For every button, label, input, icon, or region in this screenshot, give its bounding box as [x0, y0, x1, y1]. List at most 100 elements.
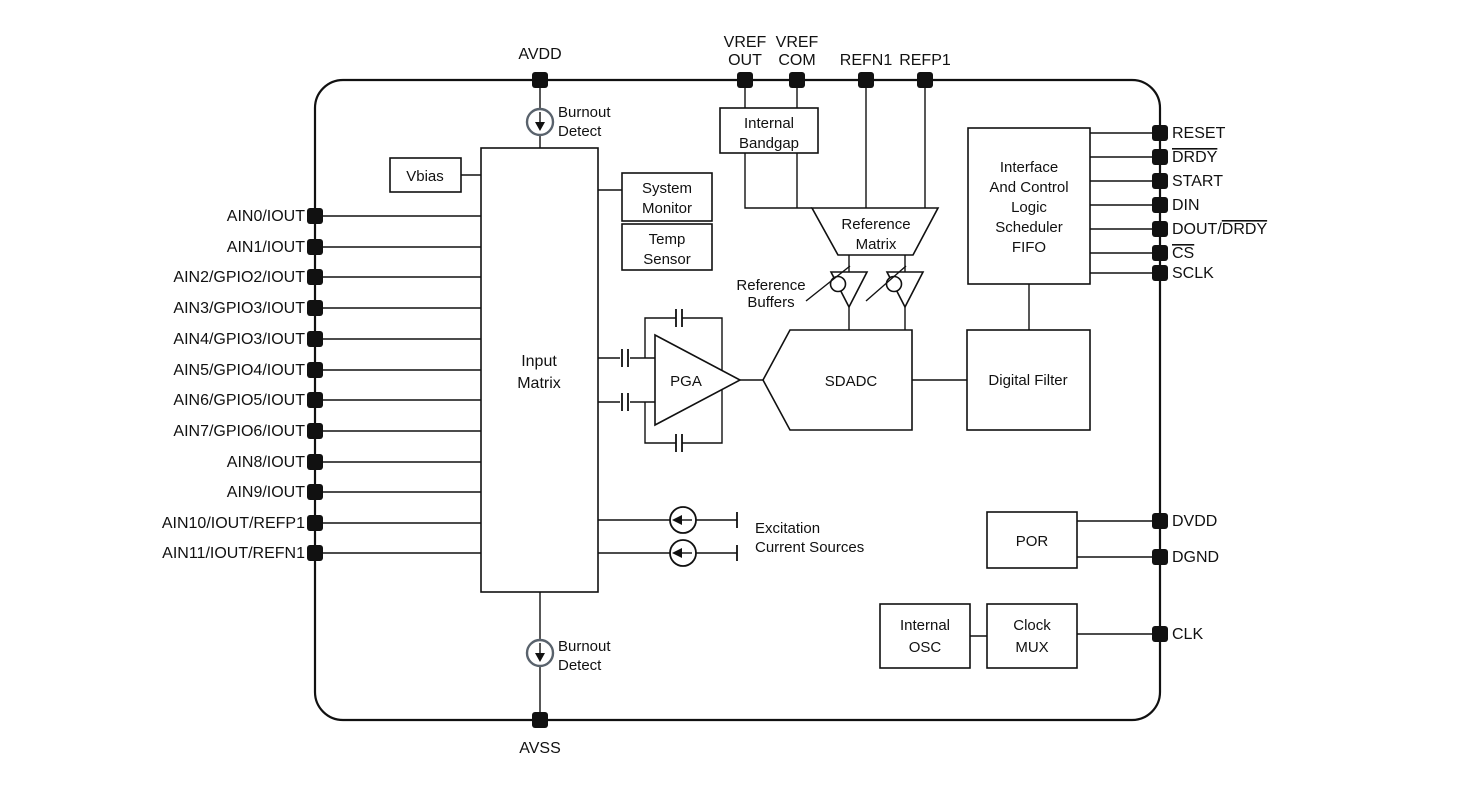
input-matrix-label-2: Matrix	[517, 375, 561, 392]
pin-avdd	[532, 72, 548, 88]
excitation-label-2: Current Sources	[755, 539, 864, 556]
interface-label-5: FIFO	[1012, 239, 1046, 256]
wire-por-to-pins	[1077, 520, 1152, 558]
wire-interface-to-pins	[1090, 132, 1152, 274]
wires	[323, 88, 1152, 712]
pin-clk	[1152, 626, 1168, 642]
capacitor-pga-feedback-bottom-icon	[675, 434, 683, 452]
internal-osc-label-2: OSC	[909, 639, 942, 656]
interface-label-4: Scheduler	[995, 219, 1063, 236]
burnout-circle-icon	[525, 107, 555, 137]
pin-label-ain0: AIN0/IOUT	[227, 208, 305, 225]
system-monitor-block: System Monitor	[621, 172, 713, 222]
pin-label-vref-com-2: COM	[778, 52, 815, 69]
pin-label-reset: RESET	[1172, 125, 1226, 142]
burnout-arrowhead-icon	[535, 122, 545, 131]
internal-osc-label-1: Internal	[900, 617, 950, 634]
temp-sensor-label-2: Sensor	[643, 251, 691, 268]
pin-labels-left: AIN0/IOUT AIN1/IOUT AIN2/GPIO2/IOUT AIN3…	[162, 208, 305, 562]
excitation-label-1: Excitation	[755, 520, 820, 537]
input-matrix-label-1: Input	[521, 353, 557, 370]
pin-labels-top: AVDD VREF OUT VREF COM REFN1 REFP1	[518, 34, 951, 69]
temp-sensor-label-1: Temp	[649, 231, 686, 248]
pin-label-ain10: AIN10/IOUT/REFP1	[162, 515, 305, 532]
pin-label-ain4: AIN4/GPIO3/IOUT	[173, 331, 305, 348]
pin-ain9	[307, 484, 323, 500]
reference-buffers-label-1: Reference	[736, 277, 805, 294]
pin-dgnd	[1152, 549, 1168, 565]
reference-buffers-label-2: Buffers	[747, 294, 794, 311]
pin-label-dout-drdy: DOUT/DRDY	[1172, 221, 1267, 238]
system-monitor-label-1: System	[642, 180, 692, 197]
vbias-block: Vbias	[389, 157, 462, 193]
pin-label-ain6: AIN6/GPIO5/IOUT	[173, 392, 305, 409]
pin-label-clk: CLK	[1172, 626, 1203, 643]
pin-label-ain1: AIN1/IOUT	[227, 239, 305, 256]
burnout-top-label-1: Burnout	[558, 104, 611, 121]
pin-cs	[1152, 245, 1168, 261]
reference-matrix-label-2: Matrix	[856, 236, 897, 253]
buffer-switch-icon	[885, 275, 903, 293]
pin-ain4	[307, 331, 323, 347]
wire-left-pins	[323, 215, 481, 554]
pin-label-refp1: REFP1	[899, 52, 951, 69]
buffer-switch-lever-icon	[805, 265, 851, 302]
pin-vref-out	[737, 72, 753, 88]
pin-label-ain3: AIN3/GPIO3/IOUT	[173, 300, 305, 317]
wire-excitation-sources	[598, 519, 737, 554]
pin-ain5	[307, 362, 323, 378]
pin-sclk	[1152, 265, 1168, 281]
digital-filter-block: Digital Filter	[966, 329, 1091, 431]
pin-dout-drdy	[1152, 221, 1168, 237]
burnout-bottom-label-2: Detect	[558, 657, 602, 674]
internal-bandgap-block: Internal Bandgap	[719, 107, 819, 154]
pga-label: PGA	[670, 373, 702, 390]
wire-buffers-to-sdadc	[848, 307, 906, 330]
interface-label-2: And Control	[989, 179, 1068, 196]
pin-label-din: DIN	[1172, 197, 1200, 214]
capacitor-pga-input-bottom-icon	[621, 393, 629, 411]
interface-label-1: Interface	[1000, 159, 1058, 176]
pin-refp1	[917, 72, 933, 88]
current-source-circle-icon	[669, 506, 697, 534]
pin-label-ain7: AIN7/GPIO6/IOUT	[173, 423, 305, 440]
pin-ain8	[307, 454, 323, 470]
capacitor-pga-input-top-icon	[621, 349, 629, 367]
pin-ain3	[307, 300, 323, 316]
pin-label-ain8: AIN8/IOUT	[227, 454, 305, 471]
temp-sensor-block: Temp Sensor	[621, 223, 713, 271]
sdadc-label: SDADC	[825, 373, 878, 390]
pins-right	[1152, 125, 1168, 642]
pin-ain10	[307, 515, 323, 531]
excitation-current-source-2	[669, 539, 697, 567]
pin-label-avdd: AVDD	[518, 46, 561, 63]
capacitor-pga-feedback-top-icon	[675, 309, 683, 327]
current-source-arrowhead-icon	[672, 515, 682, 525]
reference-matrix-block: Reference Matrix	[810, 207, 940, 256]
pin-start	[1152, 173, 1168, 189]
pin-label-dvdd: DVDD	[1172, 513, 1217, 530]
wire-pga-feedback	[644, 317, 723, 444]
pin-label-ain11: AIN11/IOUT/REFN1	[162, 545, 305, 562]
internal-osc-block: Internal OSC	[879, 603, 971, 669]
por-label: POR	[1016, 533, 1049, 550]
system-monitor-label-2: Monitor	[642, 200, 692, 217]
burnout-arrowhead-icon	[535, 653, 545, 662]
pin-label-ain5: AIN5/GPIO4/IOUT	[173, 362, 305, 379]
clock-mux-label-1: Clock	[1013, 617, 1051, 634]
pin-ain11	[307, 545, 323, 561]
wire-bandgap-to-reference-matrix	[744, 153, 812, 209]
pin-label-ain9: AIN9/IOUT	[227, 484, 305, 501]
pin-din	[1152, 197, 1168, 213]
reference-buffer-1	[805, 265, 869, 309]
pin-vref-com	[789, 72, 805, 88]
pin-label-avss: AVSS	[519, 740, 561, 757]
pin-label-refn1: REFN1	[840, 52, 893, 69]
pin-label-cs: CS	[1172, 245, 1194, 262]
buffer-switch-icon	[829, 275, 847, 293]
pin-ain7	[307, 423, 323, 439]
pin-reset	[1152, 125, 1168, 141]
internal-bandgap-label-2: Bandgap	[739, 135, 799, 152]
